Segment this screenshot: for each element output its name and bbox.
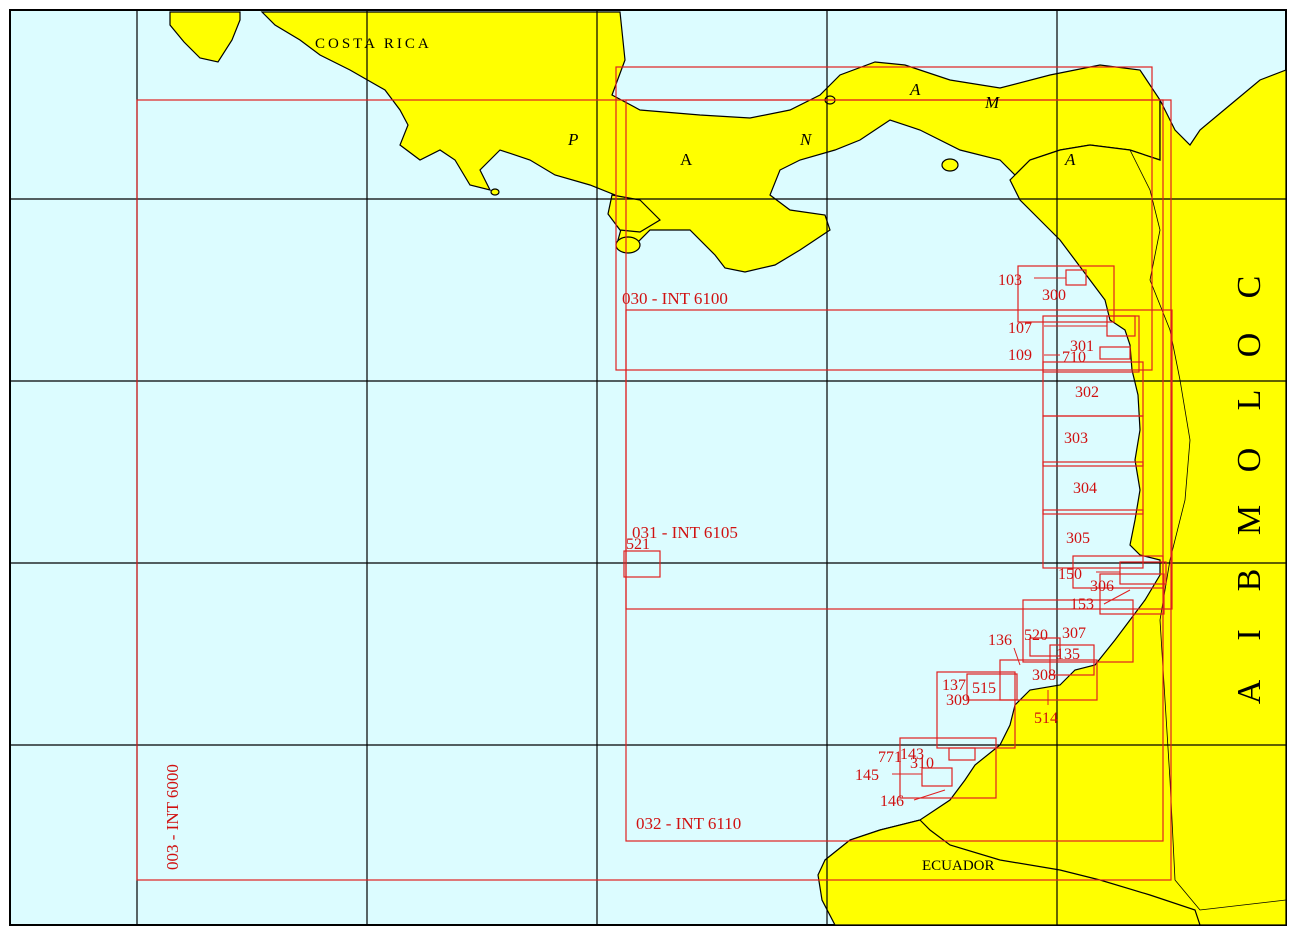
chart-label-135[interactable]: 135 [1056,646,1080,663]
chart-label-307[interactable]: 307 [1062,625,1086,642]
chart-label-310[interactable]: 310 [910,755,934,772]
chart-label-107[interactable]: 107 [1008,320,1032,337]
chart-label-143[interactable]: 143 [900,746,924,763]
chart-outline-305[interactable] [1042,509,1144,569]
chart-label-300[interactable]: 300 [1042,287,1066,304]
chart-outline-306[interactable] [1119,561,1167,585]
panama-letter: P [567,130,578,149]
country-label-panama: P A N A M A [567,80,1076,169]
chart-labels: 003 - INT 6000 030 - INT 6100 031 - INT … [163,272,1114,870]
chart-outline-143[interactable] [948,747,976,761]
chart-outline-145[interactable] [921,767,953,787]
leader-153 [1103,589,1131,605]
land-ecuador [817,819,1201,926]
chart-label-521[interactable]: 521 [626,536,650,553]
chart-label-136[interactable]: 136 [988,632,1012,649]
chart-outline-520[interactable] [1029,637,1061,657]
chart-label-305[interactable]: 305 [1066,530,1090,547]
panama-letter: A [680,150,693,169]
chart-outlines [136,66,1173,881]
chart-outline-153[interactable] [1099,573,1165,615]
chart-outline-030[interactable] [615,66,1153,371]
chart-label-304[interactable]: 304 [1073,480,1097,497]
chart-label-146[interactable]: 146 [880,793,904,810]
country-label-ecuador: ECUADOR [922,858,995,874]
chart-label-520[interactable]: 520 [1024,627,1048,644]
chart-outline-309[interactable] [936,671,1016,749]
chart-outline-107[interactable] [1042,315,1140,373]
leader-136 [1013,647,1021,666]
panama-letter: A [909,80,921,99]
country-label-colombia: C O L O M B I A [1231,276,1268,705]
colombia-letter: I [1231,629,1268,640]
chart-label-137[interactable]: 137 [942,677,966,694]
border-line [1129,149,1287,911]
chart-label-030[interactable]: 030 - INT 6100 [622,289,728,308]
panama-letter: A [1064,150,1076,169]
leader-146 [913,789,946,801]
panama-letter: M [984,93,1000,112]
chart-label-153[interactable]: 153 [1070,596,1094,613]
chart-outline-304[interactable] [1042,461,1144,515]
land-island-coiba [615,236,641,254]
land-nicoya [169,11,241,63]
chart-label-308[interactable]: 308 [1032,667,1056,684]
chart-label-031[interactable]: 031 - INT 6105 [632,523,738,542]
land-costa-rica-panama [260,11,1161,273]
chart-outline-303[interactable] [1042,415,1144,467]
colombia-letter: L [1231,390,1268,411]
chart-label-003[interactable]: 003 - INT 6000 [163,764,182,870]
chart-label-771[interactable]: 771 [878,749,902,766]
colombia-letter: A [1231,679,1268,704]
chart-outline-521[interactable] [623,550,661,578]
panama-letter: N [799,130,813,149]
chart-label-109[interactable]: 109 [1008,347,1032,364]
chart-label-302[interactable]: 302 [1075,384,1099,401]
chart-label-103[interactable]: 103 [998,272,1022,289]
land-island-pearl [941,158,959,172]
chart-label-309[interactable]: 309 [946,692,970,709]
chart-outline-307[interactable] [1022,599,1134,663]
colombia-letter: O [1231,448,1268,473]
chart-outline-032[interactable] [625,99,1164,842]
chart-outline-710[interactable] [1099,346,1131,360]
land-azuero [607,194,661,233]
colombia-letter: C [1231,276,1268,299]
chart-outline-150[interactable] [1072,555,1164,589]
chart-label-301[interactable]: 301 [1070,338,1094,355]
chart-label-710[interactable]: 710 [1062,349,1086,366]
chart-label-150[interactable]: 150 [1058,566,1082,583]
chart-outline-103[interactable] [1017,265,1115,323]
chart-label-032[interactable]: 032 - INT 6110 [636,814,741,833]
country-label-costa-rica: COSTA RICA [315,36,432,52]
colombia-letter: O [1231,333,1268,358]
chart-label-515[interactable]: 515 [972,680,996,697]
chart-label-306[interactable]: 306 [1090,578,1114,595]
chart-label-303[interactable]: 303 [1064,430,1088,447]
colombia-letter: M [1231,505,1268,535]
leader-lines [892,277,1131,801]
chart-label-514[interactable]: 514 [1034,710,1058,727]
colombia-letter: B [1231,569,1268,592]
chart-outline-771[interactable] [899,737,997,799]
chart-label-145[interactable]: 145 [855,767,879,784]
land-island-small-1 [490,188,500,196]
chart-outline-515[interactable] [966,673,1018,701]
